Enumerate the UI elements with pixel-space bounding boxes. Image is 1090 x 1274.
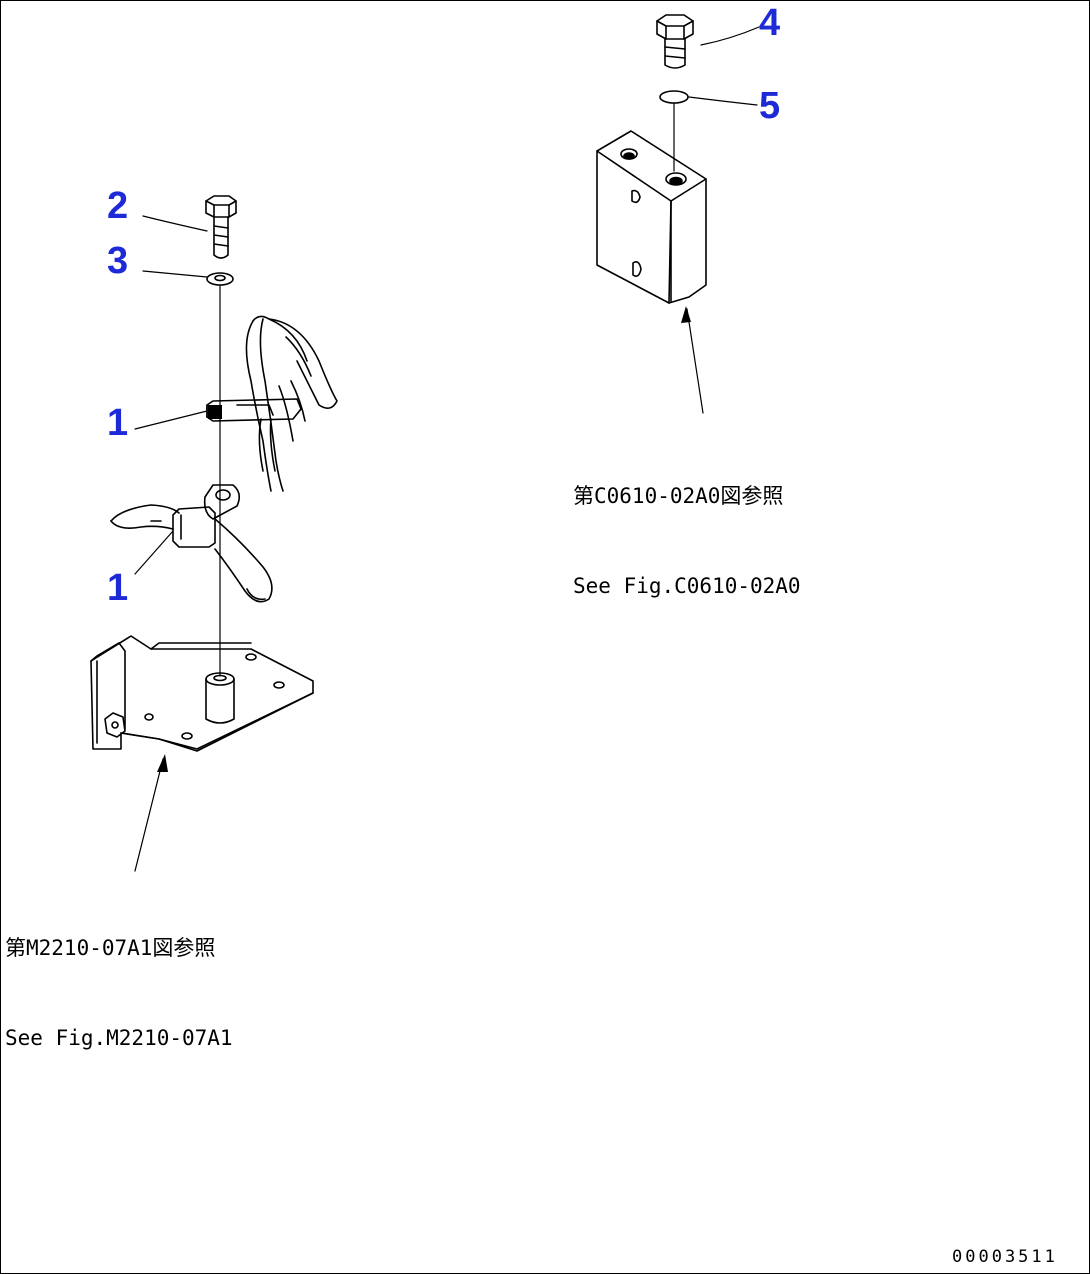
reference-left-jp: 第M2210-07A1図参照 (5, 936, 216, 960)
bolt-part-2 (205, 195, 237, 259)
document-number: 00003511 (952, 1247, 1058, 1267)
callout-1-lower: 1 (107, 567, 129, 609)
bracket-plate (90, 635, 314, 752)
callout-3: 3 (107, 240, 129, 282)
reference-right-jp: 第C0610-02A0図参照 (573, 484, 784, 508)
o-ring-part-5 (659, 90, 689, 104)
clamp-upper-part-1 (206, 315, 338, 492)
leader-lines (134, 26, 760, 872)
valve-block (596, 130, 707, 304)
clamp-lower-part-1 (110, 484, 273, 603)
reference-left-en: See Fig.M2210-07A1 (5, 1026, 233, 1050)
callout-5: 5 (759, 85, 781, 127)
washer-part-3 (206, 272, 234, 286)
reference-note-right: 第C0610-02A0図参照 See Fig.C0610-02A0 (573, 421, 801, 661)
callout-2: 2 (107, 185, 129, 227)
bolt-part-4 (656, 14, 694, 69)
reference-right-en: See Fig.C0610-02A0 (573, 574, 801, 598)
arrowheads (157, 306, 691, 772)
callout-4: 4 (759, 2, 781, 44)
reference-note-left: 第M2210-07A1図参照 See Fig.M2210-07A1 (5, 873, 233, 1113)
callout-1-upper: 1 (107, 402, 129, 444)
